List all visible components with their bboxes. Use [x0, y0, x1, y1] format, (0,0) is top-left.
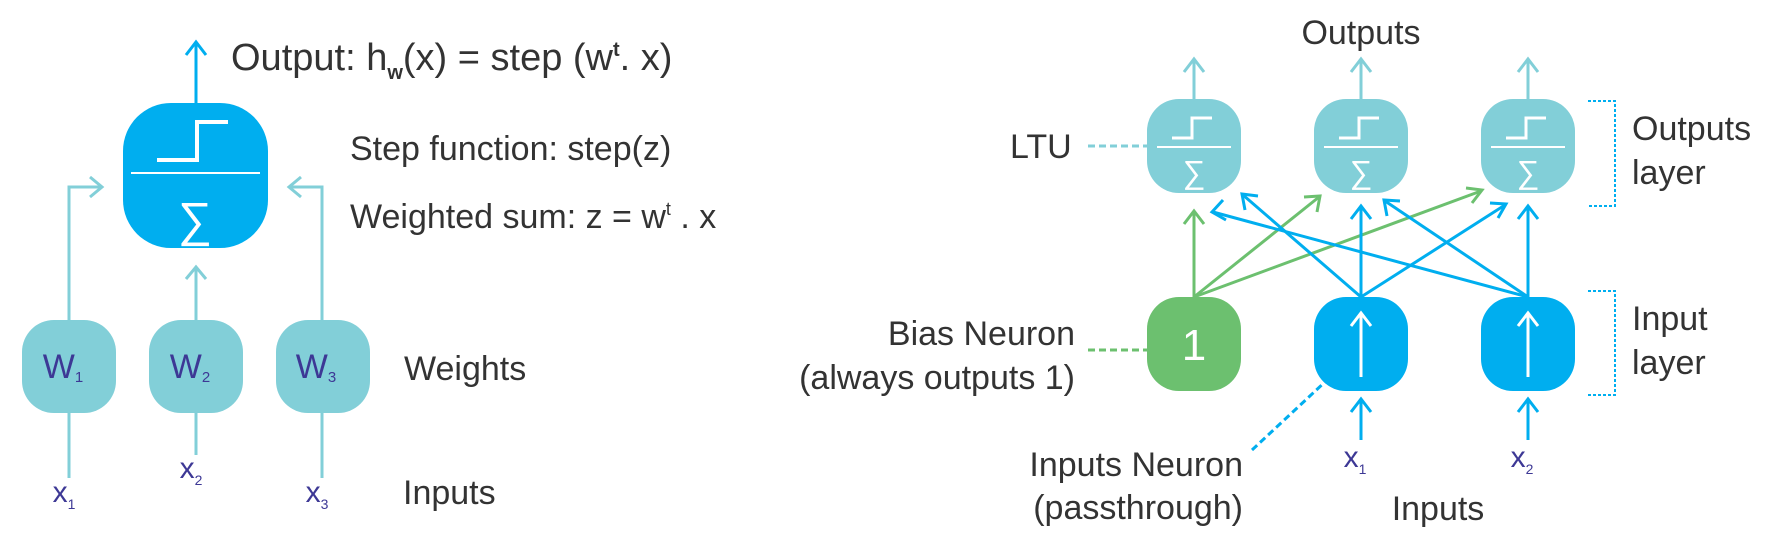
output-neuron-2: ∑ — [1314, 99, 1408, 193]
bias-neuron-label-line2: (always outputs 1) — [799, 359, 1075, 397]
weights-label: Weights — [404, 350, 526, 388]
bias-neuron: 1 — [1147, 297, 1241, 391]
weight-connections — [67, 175, 324, 478]
output-neuron-3: ∑ — [1481, 99, 1575, 193]
output-neuron-1: ∑ — [1147, 99, 1241, 193]
inputs-neuron-callout-line — [1250, 379, 1328, 452]
outputs-label: Outputs — [1301, 14, 1420, 52]
network-diagram: ∑ ∑ ∑ 1 — [799, 14, 1751, 528]
perceptron-diagram: ∑ W1 W2 W3 — [22, 37, 716, 512]
sigma-icon: ∑ — [1183, 154, 1206, 190]
step-function-icon — [1172, 116, 1212, 140]
input-x1: x1 — [53, 476, 76, 512]
output-formula-label: Output: hw(x) = step (wt. x) — [231, 37, 672, 84]
bias-neuron-label-line1: Bias Neuron — [888, 315, 1075, 353]
input-layer-label-line1: Input — [1632, 300, 1708, 338]
step-function-icon — [1339, 116, 1379, 140]
outputs-layer-bracket — [1588, 100, 1616, 207]
sigma-icon: ∑ — [1517, 154, 1540, 190]
network-inputs-label: Inputs — [1392, 490, 1485, 528]
bias-connections — [1182, 186, 1485, 299]
step-function-icon — [1506, 116, 1546, 140]
step-function-icon — [157, 120, 228, 162]
input-neuron-2 — [1481, 297, 1575, 391]
input-connections — [1209, 192, 1540, 440]
output-arrows — [1182, 56, 1540, 99]
inputs-neuron-label-line2: (passthrough) — [1033, 489, 1243, 527]
output-arrow — [184, 39, 208, 103]
svg-text:W2: W2 — [170, 348, 210, 386]
svg-text:W1: W1 — [43, 348, 83, 386]
input-x2: x2 — [180, 452, 203, 488]
step-function-label: Step function: step(z) — [350, 130, 671, 168]
network-input-x2: x2 — [1511, 441, 1534, 477]
ltu-label: LTU — [1010, 128, 1072, 166]
input-layer-bracket — [1588, 290, 1616, 396]
weighted-sum-label: Weighted sum: z = wt . x — [350, 198, 716, 236]
network-input-x1: x1 — [1344, 441, 1367, 477]
sigma-icon: ∑ — [178, 194, 212, 247]
svg-text:1: 1 — [1182, 321, 1206, 370]
input-layer-label-line2: layer — [1632, 344, 1706, 382]
inputs-label: Inputs — [403, 474, 496, 512]
input-neuron-1 — [1314, 297, 1408, 391]
perceptron-neuron: ∑ — [123, 103, 268, 248]
passthrough-arrow-icon — [1516, 310, 1540, 377]
weight-nodes: W1 W2 W3 — [22, 320, 370, 413]
weight-node-1: W1 — [22, 320, 116, 413]
passthrough-arrow-icon — [1349, 310, 1373, 377]
outputs-layer-label-line2: layer — [1632, 154, 1706, 192]
weight-node-2: W2 — [149, 320, 243, 413]
input-x3: x3 — [306, 476, 329, 512]
svg-text:W3: W3 — [296, 348, 336, 386]
sigma-icon: ∑ — [1350, 154, 1373, 190]
weight-node-3: W3 — [276, 320, 370, 413]
inputs-neuron-label-line1: Inputs Neuron — [1029, 446, 1243, 484]
outputs-layer-label-line1: Outputs — [1632, 110, 1751, 148]
